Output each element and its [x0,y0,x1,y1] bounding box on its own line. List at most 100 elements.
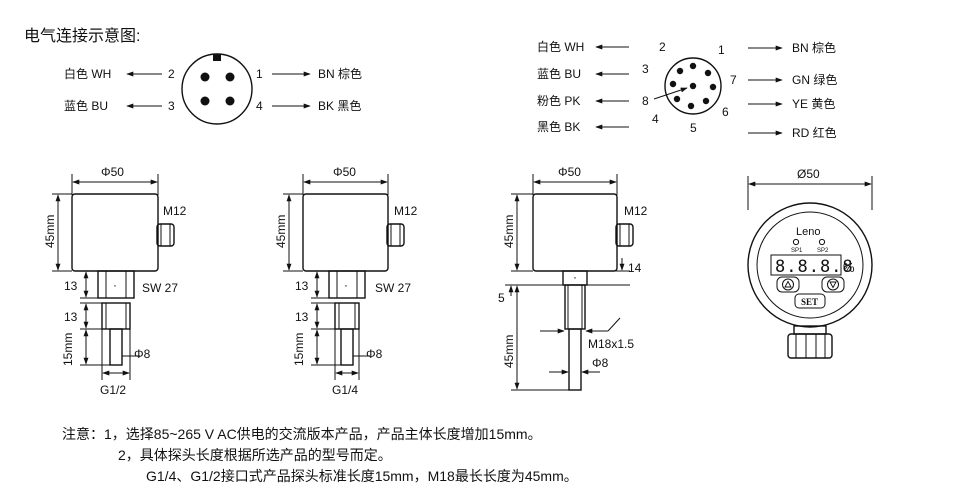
probe-length: 15mm [292,333,306,366]
set-button[interactable] [794,293,826,309]
down-button[interactable] [821,276,845,293]
svg-text:·: · [344,278,348,292]
width-label: Φ50 [101,165,124,179]
shank-length: 13 [295,310,309,324]
hex-nut [328,270,366,299]
pin-dot [200,72,210,82]
lcd-display [770,254,842,276]
thread-label: G1/2 [100,383,126,397]
pin-dot [689,82,697,90]
brand-logo: Leno [796,226,820,238]
pin-dot [673,95,681,103]
up-button[interactable] [776,276,800,293]
wire-label: BN 棕色 [318,66,362,81]
tip-diameter: Φ8 [134,347,151,361]
connector-label: M12 [394,204,418,218]
pin-dot [704,69,712,77]
up-arrow-icon [782,278,794,291]
wrench-size: SW 27 [142,281,178,295]
wire-label: 蓝色 BU [64,99,108,113]
pin-number: 3 [642,62,649,76]
pin-dot [709,83,717,91]
probe-length: 45mm [502,335,516,368]
pin-number: 8 [642,94,649,108]
wire-label: BK 黑色 [318,99,361,113]
front-view-display: Ø50 Leno SP1 SP2 8.8.8.8 % SET [747,167,873,359]
wire-label: 蓝色 BU [537,67,581,81]
shank-length: 13 [64,310,78,324]
wire-label: 粉色 PK [537,94,580,108]
probe [568,328,582,391]
pin-number: 6 [722,105,729,119]
neck-length: 13 [295,279,309,293]
wire-label: YE 黄色 [792,97,835,111]
pin-number: 1 [256,67,263,81]
connector-label: M12 [163,204,187,218]
neck-length: 13 [64,279,78,293]
sp2-label: SP2 [817,248,829,254]
sensor-body [532,193,618,272]
wire-label: 黑色 BK [537,120,580,134]
page-title: 电气连接示意图: [24,26,140,45]
set-button-label: SET [801,297,818,307]
pin8-pointer [653,87,688,100]
note-line-2: 2，具体探头长度根据所选产品的型号而定。 [118,447,392,463]
probe [340,328,354,366]
wire-label: 白色 WH [64,66,111,81]
sensor-body [302,193,389,272]
m12-connector [386,223,405,247]
connector-label: M12 [624,204,648,218]
diameter-label: Ø50 [797,167,820,181]
pin-number: 2 [168,67,175,81]
tip-diameter: Φ8 [592,356,609,370]
width-label: Φ50 [333,165,356,179]
pin-number: 7 [730,73,737,87]
wire-label: RD 红色 [792,125,837,140]
pin-dot [689,62,697,70]
sp1-label: SP1 [791,248,803,254]
m12-connector [156,223,175,247]
connector-8pin-body [664,57,722,115]
unit-label: % [843,260,855,275]
neck-length: 14 [628,261,642,275]
height-label: 45mm [43,215,57,248]
dimension-view-g12: Φ50 M12 45mm · SW 27 13 13 15mm [43,165,187,397]
pin-dot [669,80,677,88]
wire-label: BN 棕色 [792,40,836,55]
offset-length: 5 [498,291,505,305]
inner-bezel [756,211,864,319]
pin-dot [687,102,695,110]
width-label: Φ50 [558,165,581,179]
outer-housing [747,202,873,328]
sp1-led [792,238,800,246]
pin-dot [200,96,210,106]
dimension-view-m18: Φ50 M12 45mm · 14 5 45mm M18x1.5 [498,165,648,391]
note-line-1: 注意：1，选择85~265 V AC供电的交流版本产品，产品主体长度增加15mm… [62,426,542,442]
dimension-view-g14: Φ50 M12 45mm · SW 27 13 13 15mm Φ8 [274,165,418,397]
cable-fitting [787,333,833,359]
wire-label: GN 绿色 [792,72,837,87]
note-line-3: G1/4、G1/2接口式产品探头标准长度15mm，M18最长长度为45mm。 [146,468,578,484]
pin-number: 2 [659,40,666,54]
down-arrow-icon [827,278,839,291]
pin-dot [702,97,710,105]
m12-connector [615,223,634,247]
connector-4pin: 2 3 1 4 白色 WH 蓝色 BU BN 棕色 BK 黑色 [64,53,362,125]
pin-number: 4 [256,99,263,113]
connector-4pin-key [213,54,221,61]
height-label: 45mm [274,215,288,248]
wrench-size: SW 27 [375,281,411,295]
pin-number: 4 [652,112,659,126]
pin-number: 1 [718,43,725,57]
thread-label: M18x1.5 [588,337,634,351]
pin-dot [225,96,235,106]
thread-label: G1/4 [332,383,358,397]
probe [109,328,123,366]
sp2-led [818,238,826,246]
pin-number: 3 [168,99,175,113]
pin-dot [676,67,684,75]
connector-4pin-body [181,53,253,125]
hex-nut [97,270,135,299]
sensor-body [71,193,159,272]
